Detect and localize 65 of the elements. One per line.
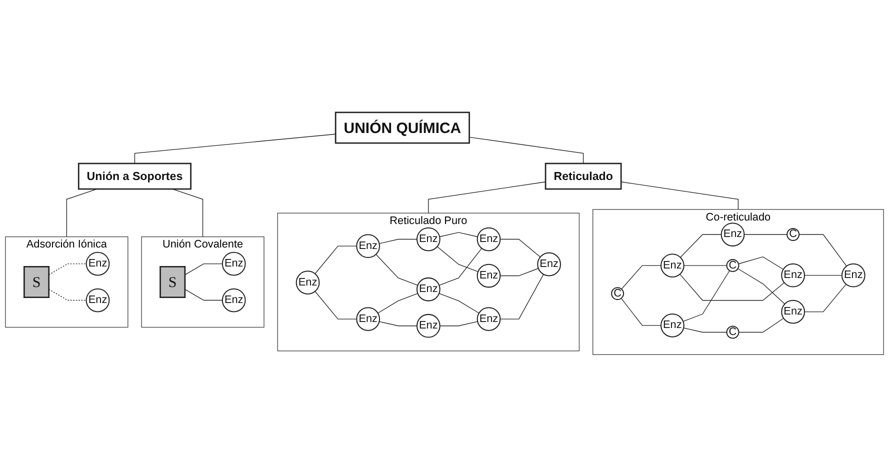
connector [621,265,662,290]
connector [184,288,223,301]
connector [738,318,784,333]
connector [620,298,662,326]
node-circle: Enz [537,252,561,276]
node-circle: Enz [476,227,501,252]
connector [48,263,87,276]
node-circle: C [786,228,800,241]
connector [684,265,728,266]
node-circle: Enz [416,314,440,338]
connector [804,284,846,312]
node-box: S [160,266,186,298]
connector [378,321,418,326]
node-circle: Enz [660,314,684,338]
node-circle: Enz [660,254,684,278]
connector [438,293,480,314]
node-circle: Enz [222,288,246,312]
node-circle: Enz [416,227,440,252]
connector [683,328,728,333]
node-circle: Enz [356,307,380,331]
connector [500,238,541,258]
node-circle: Enz [841,263,866,288]
connector [438,248,482,286]
node-circle: Enz [781,263,805,288]
connector [738,256,784,270]
node-circle: C [726,259,740,272]
connector [378,238,418,244]
connector [500,268,539,276]
node-circle: Enz [476,264,501,288]
connector [134,134,336,164]
node-box: S [24,266,50,298]
node-circle: Enz [86,288,110,312]
connector [314,291,357,320]
node-box: Unión a Soportes [78,162,192,190]
connector [440,321,478,326]
connector [680,234,722,258]
node-circle: C [611,287,624,300]
connector [468,136,584,164]
connector [428,182,546,214]
node-circle: Enz [781,300,805,324]
node-circle: Enz [720,222,745,246]
connector [314,246,357,274]
connector [378,293,418,314]
node-box: UNIÓN QUÍMICA [334,112,470,144]
connector [436,246,478,272]
connector [682,270,730,322]
connector [804,275,842,276]
node-circle: Enz [416,277,440,302]
connector [48,288,87,301]
node-circle: Enz [296,270,320,294]
connector [798,234,847,266]
connector [500,274,544,320]
node-circle: Enz [476,307,501,331]
connector [184,263,223,276]
connector [439,232,478,238]
node-box: Reticulado [544,162,622,190]
node-circle: Enz [86,252,110,276]
node-circle: Enz [356,234,380,258]
connector [738,268,786,304]
connector [744,234,788,235]
connector [620,182,739,210]
connector [680,274,785,301]
connector [376,254,418,286]
node-circle: Enz [222,252,246,276]
node-circle: C [726,326,740,339]
